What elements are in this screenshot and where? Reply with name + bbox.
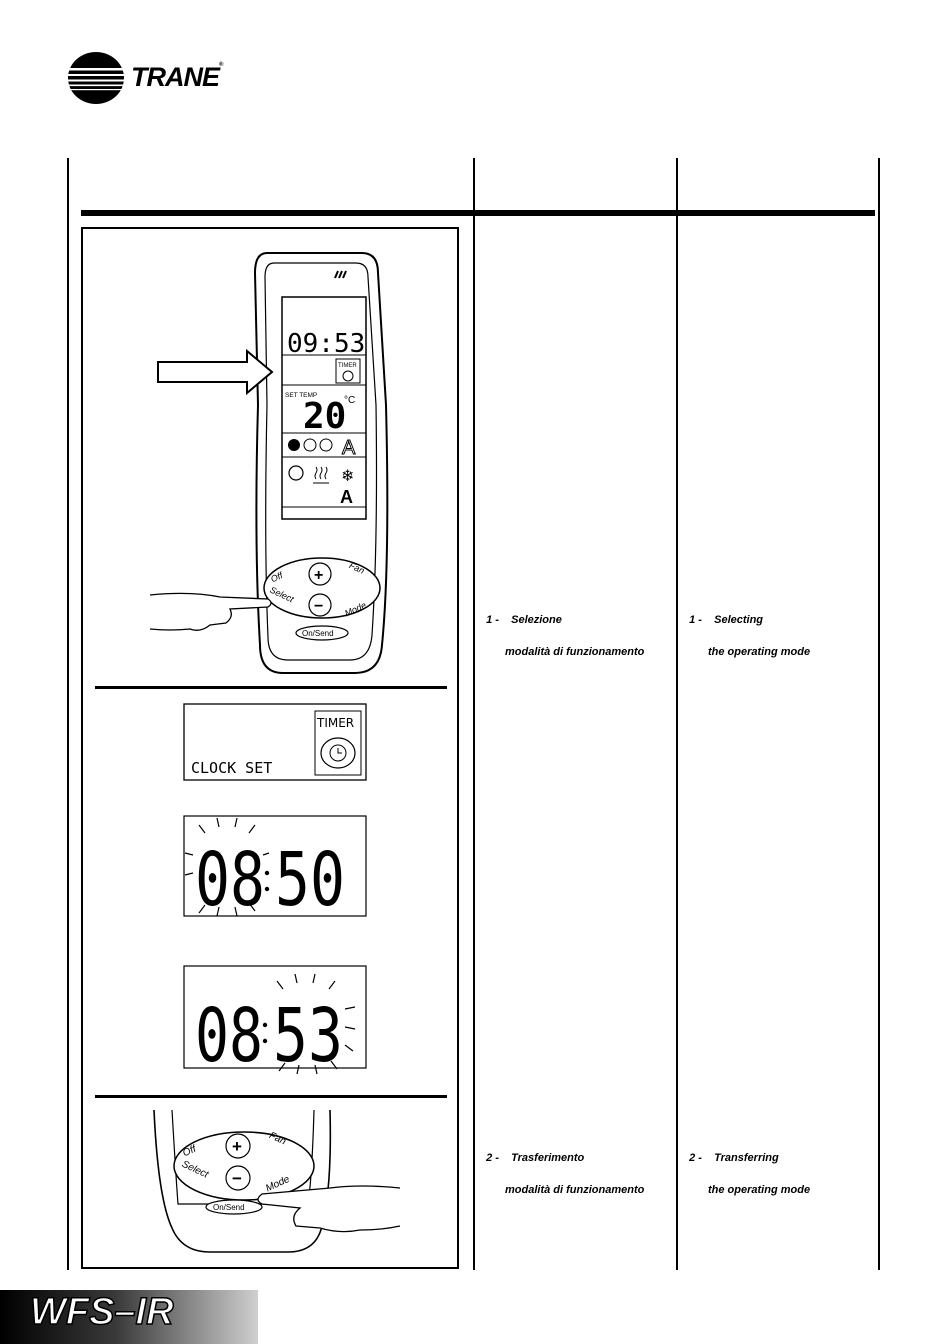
minutes-blink-display: 08 53	[183, 965, 367, 1075]
blink-rays-minutes	[276, 973, 356, 1075]
remote-on-send-button[interactable]: On/Send	[302, 629, 334, 638]
column-divider-edge	[878, 158, 880, 1270]
remote-control-illustration: 09:53 TIMER SET TEMP 20 °C A ❄ A Off Fan…	[150, 252, 389, 674]
fan-mode-icon	[288, 465, 304, 481]
trane-globe-logo-icon	[66, 52, 126, 104]
remote-set-temp-label: SET TEMP	[285, 392, 317, 399]
hours-set-value: 08	[195, 993, 263, 1075]
footer-model-name: WFS–IR	[29, 1290, 174, 1334]
remote-minus-button[interactable]: −	[314, 598, 323, 615]
remote-timer-label: TIMER	[338, 363, 357, 369]
brand-name: TRANE®	[131, 62, 224, 92]
remote-plus-button[interactable]: +	[314, 567, 323, 584]
clock-set-label: CLOCK SET	[191, 759, 272, 777]
blink-rays-hours	[184, 817, 270, 917]
step-2-en: 2 -Transferring the operating mode	[689, 1152, 811, 1196]
column-divider-middle	[473, 158, 475, 1270]
timer-clock-icon	[342, 370, 354, 382]
lower-plus-button[interactable]: +	[232, 1137, 242, 1156]
remote-send-illustration: Off Fan Select Mode + − On/Send	[153, 1109, 401, 1253]
heat-mode-icon	[313, 466, 329, 484]
cool-mode-icon: ❄	[341, 466, 354, 485]
blinking-minutes-value: 53	[273, 993, 343, 1075]
remote-auto-mode-label: A	[340, 487, 353, 507]
remote-temperature: 20	[303, 396, 346, 437]
step-2-it: 2 -Trasferimento modalità di funzionamen…	[486, 1152, 645, 1196]
column-divider-right	[676, 158, 678, 1270]
remote-temp-unit: °C	[344, 395, 355, 406]
step-1-en: 1 -Selecting the operating mode	[689, 614, 811, 658]
clock-set-display: CLOCK SET TIMER	[183, 703, 367, 781]
lower-minus-button[interactable]: −	[232, 1169, 242, 1188]
pointing-hand-icon	[150, 592, 272, 631]
section-separator-1	[95, 686, 447, 689]
hours-blink-display: 08 50	[183, 815, 367, 919]
remote-time-display: 09:53	[287, 329, 365, 359]
column-divider-left	[67, 158, 69, 1270]
blinking-hours-value: 08	[195, 837, 265, 919]
pressing-hand-icon	[257, 1185, 401, 1233]
section-separator-2	[95, 1095, 447, 1098]
fan-speed-icons	[288, 438, 333, 452]
display-timer-label: TIMER	[316, 716, 354, 730]
illustration-frame	[81, 227, 459, 1269]
arrow-pointer-icon	[157, 348, 274, 396]
step-1-it: 1 -Selezione modalità di funzionamento	[486, 614, 645, 658]
lower-on-send-button[interactable]: On/Send	[213, 1203, 245, 1212]
remote-auto-fan-label: A	[342, 437, 356, 459]
header-rule	[81, 210, 875, 216]
footer-band	[0, 1290, 258, 1344]
minutes-value: 50	[275, 837, 345, 919]
